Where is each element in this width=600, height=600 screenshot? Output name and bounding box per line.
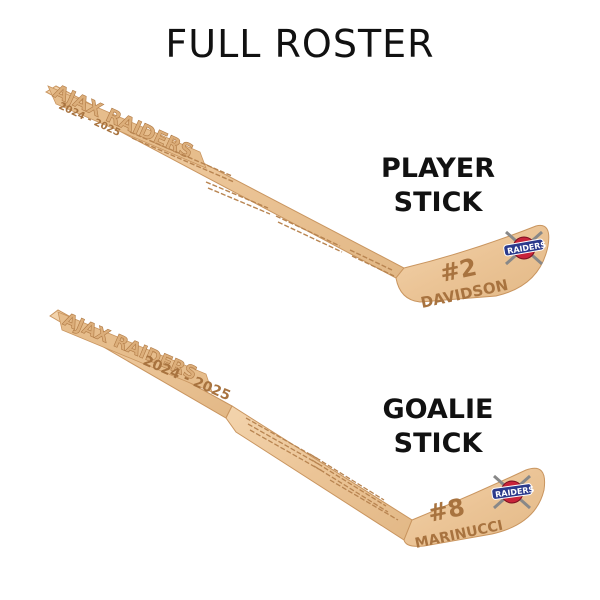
player-roster-engraving: [129, 131, 395, 277]
goalie-roster-engraving: [245, 417, 399, 521]
goalie-label-line1: GOALIE: [382, 394, 494, 425]
goalie-stick-paddle: [225, 405, 413, 541]
goalie-stick-letter-block: [57, 311, 213, 393]
goalie-label-line2: STICK: [393, 428, 483, 459]
goalie-raiders-logo: RAIDERS: [491, 474, 535, 510]
goalie-stick-label: GOALIE STICK: [368, 393, 508, 461]
player-label-line1: PLAYER: [380, 153, 496, 184]
player-stick-label: PLAYER STICK: [368, 152, 508, 220]
page-title: FULL ROSTER: [165, 22, 435, 66]
player-label-line2: STICK: [393, 187, 483, 218]
